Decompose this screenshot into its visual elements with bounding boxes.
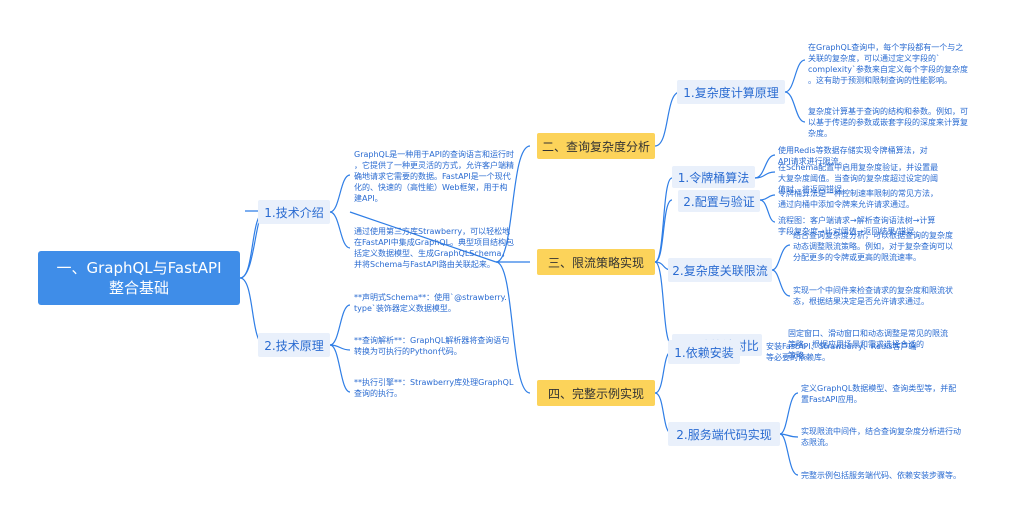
leaf-config-1: 令牌桶算法是一种控制速率限制的常见方法，通过向桶中添加令牌来允许请求通过。	[778, 189, 938, 209]
leaf-tech-intro-2: 通过使用第三方库Strawberry，可以轻松地在FastAPI中集成Graph…	[354, 227, 515, 269]
topic-complexity-rate-limit[interactable]: 2.复杂度关联限流	[668, 258, 772, 282]
topic-server-code[interactable]: 2.服务端代码实现	[668, 422, 780, 446]
leaf-server-code-2: 实现限流中间件，结合查询复杂度分析进行动态限流。	[801, 427, 961, 447]
root-title-line2: 整合基础	[108, 279, 169, 297]
leaf-tech-intro-1: GraphQL是一种用于API的查询语言和运行时，它提供了一种更灵活的方式，允许…	[354, 150, 514, 203]
leaf-algorithm-compare: 固定窗口、滑动窗口和动态调整是常见的限流策略，根据应用场景和需求选择合适的策略。	[788, 329, 948, 360]
root-topic[interactable]: 一、GraphQL与FastAPI 整合基础	[38, 251, 240, 305]
topic-config-verify[interactable]: 2.配置与验证	[678, 190, 760, 212]
category-rate-limit[interactable]: 三、限流策略实现	[537, 249, 655, 275]
leaf-server-code-1: 定义GraphQL数据模型、查询类型等，并配置FastAPI应用。	[801, 384, 957, 404]
leaf-complexity-1: 在GraphQL查询中，每个字段都有一个与之关联的复杂度，可以通过定义字段的`c…	[808, 43, 968, 85]
leaf-token-bucket-2: 在Schema配置中启用复杂度验证，并设置最大复杂度阈值。当查询的复杂度超过设定…	[778, 163, 939, 194]
topic-tech-principle[interactable]: 2.技术原理	[258, 333, 330, 357]
leaf-complexity-limit-1: 结合查询复杂度分析，可以根据查询的复杂度动态调整限流策略。例如，对于复杂查询可以…	[793, 231, 953, 262]
leaf-principle-resolver: **查询解析**：GraphQL解析器将查询语句转换为可执行的Python代码。	[354, 336, 510, 356]
topic-dependency-install[interactable]: 1.依赖安装	[668, 340, 740, 364]
root-title-line1: 一、GraphQL与FastAPI	[56, 259, 222, 277]
leaf-complexity-limit-2: 实现一个中间件来检查请求的复杂度和限流状态，根据结果决定是否允许请求通过。	[793, 286, 953, 306]
leaf-dependency-install: 安装FastAPI、Strawberry、Redis客户端等必要的依赖库。	[766, 342, 917, 362]
topic-token-bucket[interactable]: 1.令牌桶算法	[672, 166, 755, 188]
leaf-complexity-2: 复杂度计算基于查询的结构和参数。例如，可以基于传递的参数或嵌套字段的深度来计算复…	[808, 107, 968, 138]
leaf-principle-schema: **声明式Schema**：使用`@strawberry.type`装饰器定义数…	[354, 293, 507, 313]
topic-complexity-calc[interactable]: 1.复杂度计算原理	[677, 80, 785, 104]
category-complexity-analysis[interactable]: 二、查询复杂度分析	[537, 133, 655, 159]
topic-tech-intro[interactable]: 1.技术介绍	[258, 200, 330, 224]
category-full-example[interactable]: 四、完整示例实现	[537, 380, 655, 406]
leaf-server-code-3: 完整示例包括服务端代码、依赖安装步骤等。	[801, 471, 961, 480]
leaf-config-2: 流程图：客户端请求→解析查询语法树→计算字段复杂度→比对阈值→返回结果/错误	[778, 216, 936, 236]
